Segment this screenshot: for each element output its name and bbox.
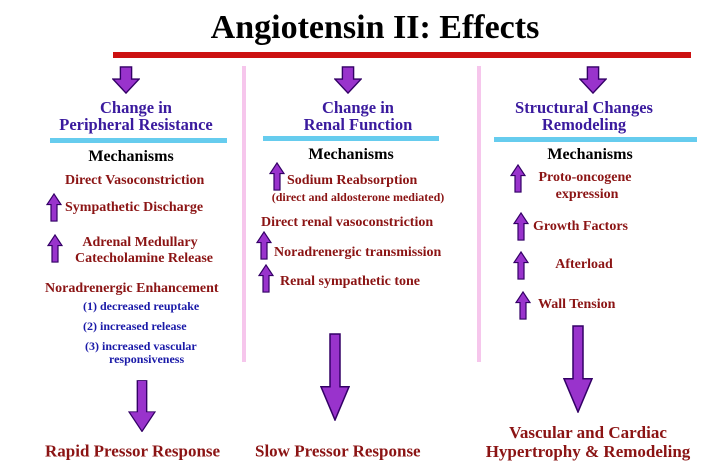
mechanisms-label: Mechanisms <box>88 148 174 165</box>
mechanism-item: Proto-oncogene <box>538 170 632 185</box>
up-arrow-icon <box>258 264 274 293</box>
up-arrow-icon <box>46 193 62 222</box>
mechanism-item: Direct renal vasoconstriction <box>261 215 434 230</box>
mechanisms-label: Mechanisms <box>308 146 394 163</box>
result-label: Slow Pressor Response <box>255 441 421 461</box>
up-arrow-icon <box>513 251 529 280</box>
up-arrow-icon <box>47 234 63 263</box>
title-underline-bar <box>113 52 691 58</box>
down-arrow-icon <box>128 380 156 432</box>
heading-underline-bar <box>263 136 439 141</box>
mechanism-item: Sodium Reabsorption <box>287 173 418 188</box>
heading-underline-bar <box>50 138 227 143</box>
up-arrow-icon <box>256 231 272 260</box>
mechanism-item: Sympathetic Discharge <box>65 200 204 215</box>
column-divider <box>242 66 246 362</box>
up-arrow-icon <box>515 291 531 320</box>
mechanism-item: Catecholamine Release <box>74 251 214 266</box>
sub-item: responsiveness <box>109 352 185 366</box>
mechanism-item: Noradrenergic transmission <box>274 245 442 260</box>
mechanism-item: Afterload <box>555 257 613 272</box>
mechanism-item: Noradrenergic Enhancement <box>45 281 219 296</box>
sub-item: (3) increased vascular <box>85 339 197 353</box>
mechanism-item: Direct Vasoconstriction <box>65 173 205 188</box>
down-arrow-icon <box>112 66 140 94</box>
mechanism-item: Adrenal Medullary <box>82 235 198 250</box>
sub-item: (2) increased release <box>83 319 187 333</box>
up-arrow-icon <box>513 212 529 241</box>
mechanism-note: (direct and aldosterone mediated) <box>271 190 445 204</box>
mechanism-item: Wall Tension <box>538 297 616 312</box>
sub-item: (1) decreased reuptake <box>83 299 200 313</box>
mechanisms-label: Mechanisms <box>547 146 633 163</box>
column-divider <box>477 66 481 362</box>
result-label: Rapid Pressor Response <box>45 441 221 461</box>
down-arrow-icon <box>563 325 593 413</box>
mechanism-item: expression <box>555 187 619 202</box>
mechanism-item: Renal sympathetic tone <box>280 274 420 289</box>
up-arrow-icon <box>269 162 285 191</box>
down-arrow-icon <box>320 333 350 421</box>
mechanism-item: Growth Factors <box>533 219 628 234</box>
up-arrow-icon <box>510 164 526 193</box>
page-title: Angiotensin II: Effects <box>210 9 540 46</box>
down-arrow-icon <box>334 66 362 94</box>
heading-underline-bar <box>494 137 697 142</box>
down-arrow-icon <box>579 66 607 94</box>
